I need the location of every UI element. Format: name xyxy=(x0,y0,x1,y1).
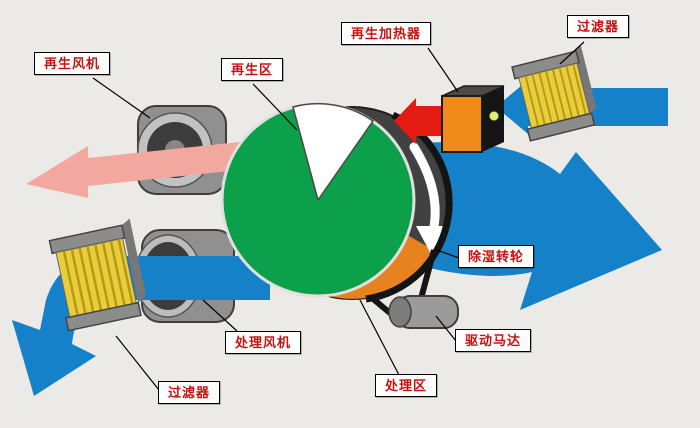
leader-line-regen-zone xyxy=(252,83,298,131)
heater-indicator-light xyxy=(488,110,500,122)
filter-bottom-bottom-cap xyxy=(64,301,142,332)
filter-bottom-pleats xyxy=(62,238,134,316)
desiccant-wheel xyxy=(220,102,449,300)
regen-exhaust-arrow xyxy=(26,140,258,198)
rotation-arrow xyxy=(409,142,440,237)
label-regen-zone: 再生区 xyxy=(221,58,284,81)
leader-line-filter-top xyxy=(559,41,585,65)
heater-front-face xyxy=(441,95,483,153)
label-filter-top: 过滤器 xyxy=(567,15,630,38)
leader-lines xyxy=(92,41,585,391)
leader-line-wheel xyxy=(436,249,460,259)
filter-bottom-side xyxy=(121,218,147,303)
hot-air-arrow-shape xyxy=(394,98,448,144)
leader-line-process-fan xyxy=(202,299,238,332)
leader-line-filter-bottom xyxy=(115,335,160,391)
label-filter-bottom: 过滤器 xyxy=(158,381,221,404)
regen-heater xyxy=(441,85,505,153)
regen-exhaust-arrow-shape xyxy=(26,140,258,198)
leader-line-regen-fan xyxy=(92,77,151,119)
leader-line-regen-heater xyxy=(427,47,459,93)
regeneration-sector xyxy=(292,102,375,202)
leader-line-process-zone xyxy=(359,299,400,376)
filter-top-bottom-cap xyxy=(526,112,596,142)
drive-motor xyxy=(388,295,459,329)
hot-air-arrow xyxy=(394,98,448,144)
label-process-zone: 处理区 xyxy=(375,374,438,397)
motor-end-cap xyxy=(388,296,412,328)
leader-line-motor xyxy=(435,315,457,342)
label-drive-motor: 驱动马达 xyxy=(455,329,532,352)
label-process-fan: 处理风机 xyxy=(225,331,302,354)
label-desiccant-wheel: 除湿转轮 xyxy=(458,245,535,268)
filter-top xyxy=(511,45,597,142)
filter-top-pleats xyxy=(524,63,587,127)
rotation-arrow-head xyxy=(416,226,448,254)
filter-bottom xyxy=(48,218,147,332)
label-regen-heater: 再生加热器 xyxy=(341,22,432,45)
label-regen-fan: 再生风机 xyxy=(34,52,111,75)
